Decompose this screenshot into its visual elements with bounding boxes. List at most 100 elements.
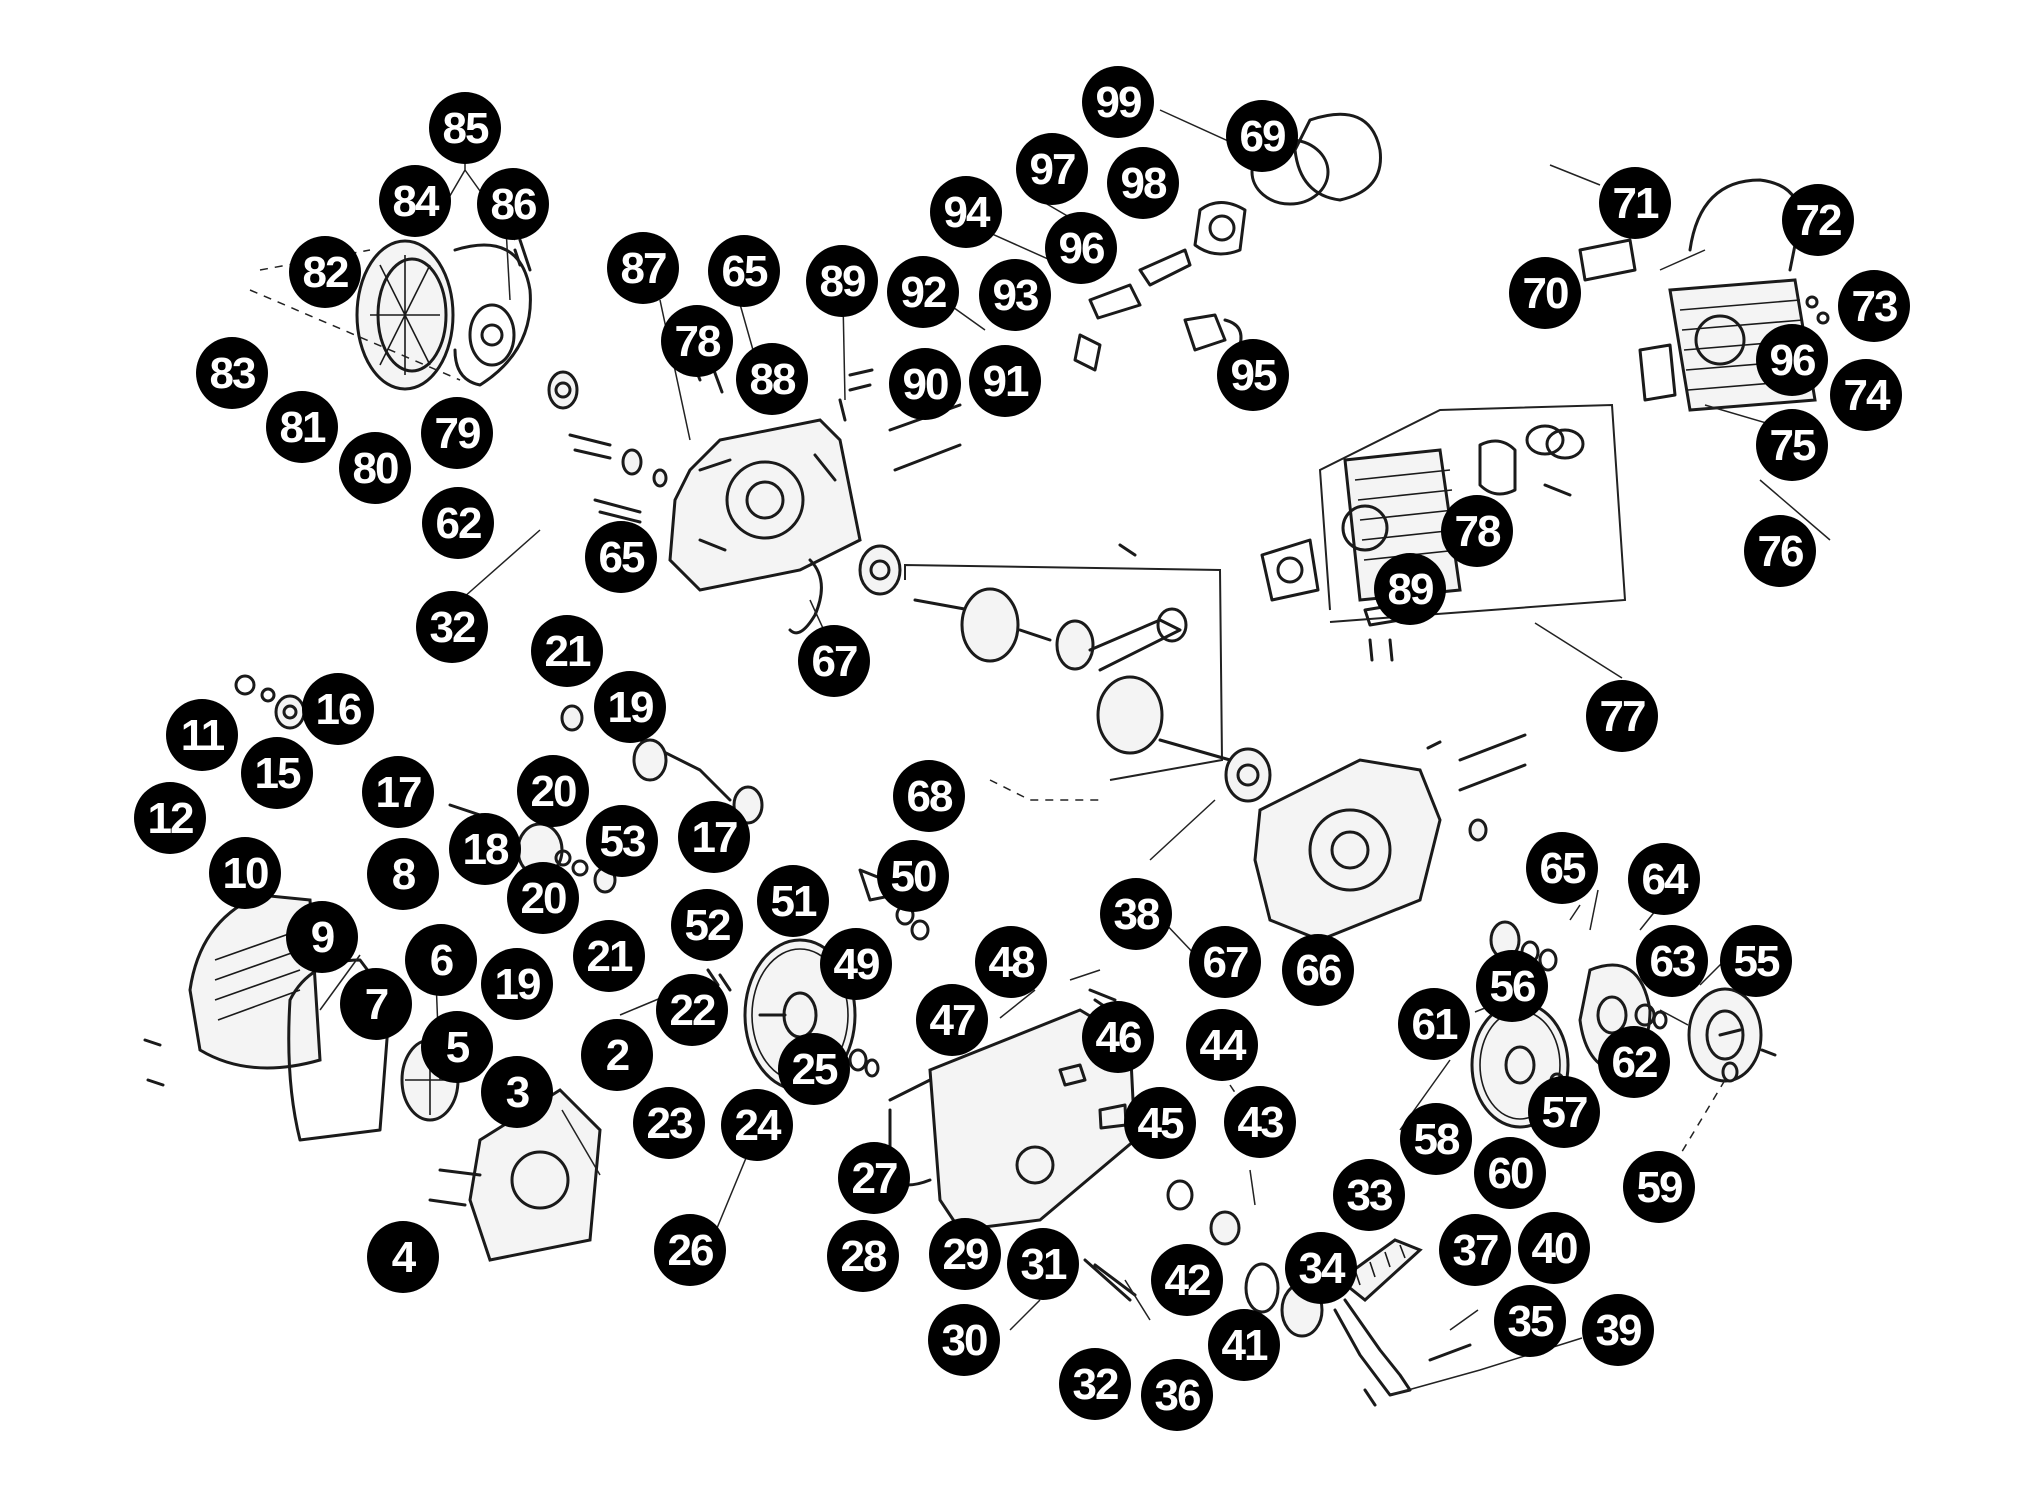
callout-circle (1282, 934, 1354, 1006)
callout-circle (1756, 324, 1828, 396)
callout-circle (1599, 167, 1671, 239)
callout-circle (1217, 339, 1289, 411)
callout-number: 60 (1488, 1149, 1533, 1198)
callout-circle (449, 813, 521, 885)
callout-circle (1400, 1103, 1472, 1175)
callout-circle (661, 305, 733, 377)
callout-number: 4 (392, 1233, 417, 1282)
callout-badge: 91 (969, 345, 1041, 417)
callout-number: 71 (1613, 179, 1659, 228)
callout-number: 79 (435, 409, 480, 458)
callout-number: 78 (1455, 507, 1501, 556)
callout-circle (134, 782, 206, 854)
callout-number: 96 (1059, 224, 1104, 273)
callout-number: 50 (891, 852, 936, 901)
callout-circle (929, 1218, 1001, 1290)
callout-circle (1186, 1009, 1258, 1081)
callout-circle (1623, 1151, 1695, 1223)
callout-circle (1494, 1285, 1566, 1357)
callout-number: 62 (1612, 1038, 1657, 1087)
callout-number: 67 (1203, 938, 1248, 987)
callout-number: 92 (901, 268, 946, 317)
callout-badge: 36 (1141, 1359, 1213, 1431)
callout-number: 91 (983, 357, 1029, 406)
callout-circle (1628, 843, 1700, 915)
callout-number: 47 (930, 996, 975, 1045)
callout-badge: 32 (1059, 1348, 1131, 1420)
callout-number: 63 (1650, 937, 1695, 986)
callout-circle (1226, 100, 1298, 172)
callout-circle (422, 487, 494, 559)
callout-number: 49 (834, 940, 879, 989)
callout-badge: 96 (1756, 324, 1828, 396)
callout-badge: 28 (827, 1220, 899, 1292)
callout-badge: 65 (708, 235, 780, 307)
callout-circle (507, 862, 579, 934)
callout-number: 77 (1600, 692, 1645, 741)
callout-circle (1045, 212, 1117, 284)
callout-badge: 19 (481, 948, 553, 1020)
callout-circle (1151, 1244, 1223, 1316)
callout-number: 61 (1412, 1000, 1458, 1049)
callout-circle (1756, 409, 1828, 481)
callout-badge: 94 (930, 176, 1002, 248)
callout-number: 67 (812, 637, 857, 686)
callout-circle (586, 805, 658, 877)
callout-circle (1526, 832, 1598, 904)
callout-number: 87 (621, 244, 666, 293)
callout-circle (209, 837, 281, 909)
callout-circle (1141, 1359, 1213, 1431)
callout-badge: 39 (1582, 1294, 1654, 1366)
callout-badge: 65 (1526, 832, 1598, 904)
callout-number: 72 (1796, 196, 1841, 245)
callout-number: 36 (1155, 1371, 1200, 1420)
callout-number: 62 (436, 499, 481, 548)
callout-number: 31 (1021, 1240, 1067, 1289)
callout-badge: 17 (362, 756, 434, 828)
callout-badge: 78 (661, 305, 733, 377)
callout-circle (1474, 1137, 1546, 1209)
callout-number: 20 (521, 874, 566, 923)
callout-number: 44 (1200, 1021, 1247, 1070)
callout-number: 74 (1844, 371, 1891, 420)
callout-badge: 63 (1636, 925, 1708, 997)
callout-badge: 97 (1016, 133, 1088, 205)
starter-pulley-drawing (249, 238, 579, 410)
callout-badge: 44 (1186, 1009, 1258, 1081)
callout-number: 42 (1165, 1256, 1210, 1305)
callout-badge: 59 (1623, 1151, 1695, 1223)
callout-number: 80 (353, 444, 398, 493)
callout-circle (367, 838, 439, 910)
callout-circle (367, 1221, 439, 1293)
callout-circle (1830, 359, 1902, 431)
callout-badge: 41 (1208, 1309, 1280, 1381)
callout-number: 45 (1138, 1099, 1184, 1148)
callout-number: 85 (443, 104, 489, 153)
callout-circle (678, 801, 750, 873)
callout-number: 19 (608, 683, 653, 732)
callout-circle (1509, 257, 1581, 329)
callout-circle (266, 391, 338, 463)
callout-badge: 99 (1082, 66, 1154, 138)
callout-badge: 47 (916, 984, 988, 1056)
callout-number: 82 (303, 248, 348, 297)
carburetor-drawing (848, 112, 1382, 472)
callout-badge: 48 (975, 926, 1047, 998)
callout-badge: 81 (266, 391, 338, 463)
callout-badge: 62 (1598, 1026, 1670, 1098)
callout-circle (798, 625, 870, 697)
callout-circle (1007, 1228, 1079, 1300)
callout-number: 3 (506, 1068, 529, 1117)
callout-number: 83 (210, 349, 255, 398)
callout-number: 30 (942, 1316, 987, 1365)
callout-circle (1107, 147, 1179, 219)
callout-circle (1124, 1087, 1196, 1159)
callout-badge: 9 (286, 901, 358, 973)
callout-circle (416, 591, 488, 663)
callout-circle (1476, 950, 1548, 1022)
callout-badge: 87 (607, 232, 679, 304)
callout-badge: 71 (1599, 167, 1671, 239)
callout-number: 46 (1096, 1013, 1141, 1062)
callout-badge: 18 (449, 813, 521, 885)
